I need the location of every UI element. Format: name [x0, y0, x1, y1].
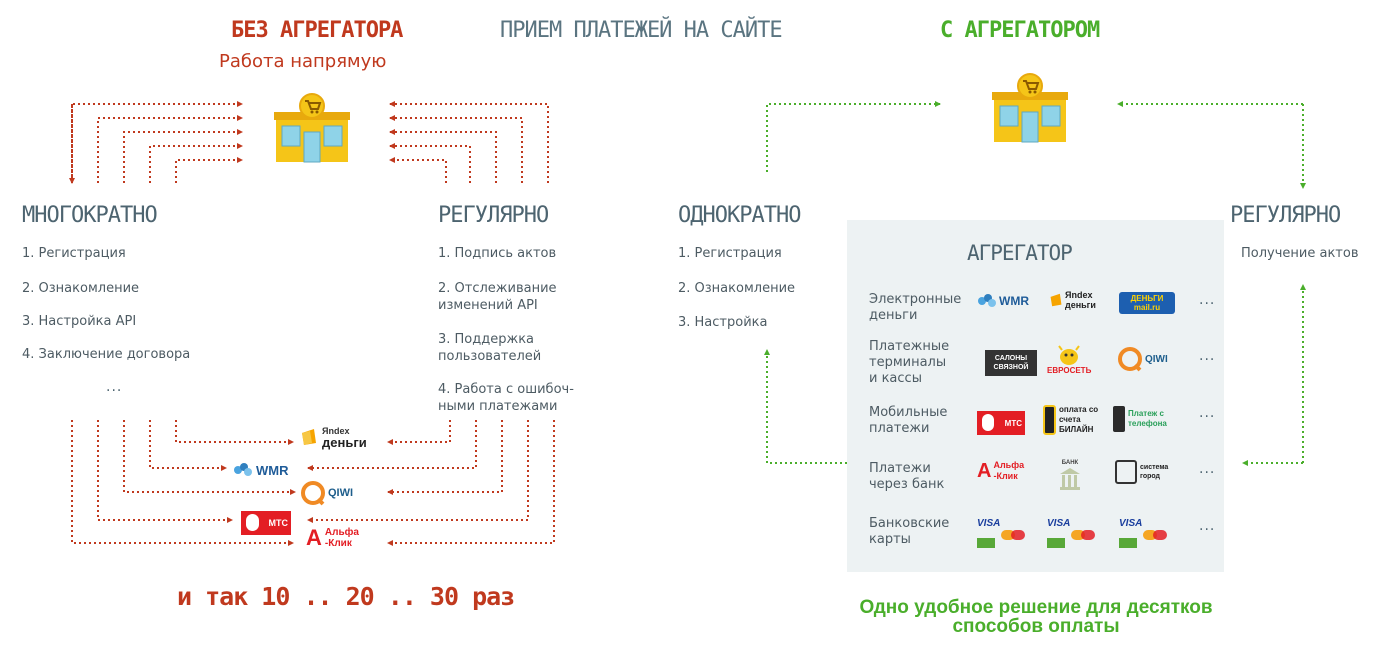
- page-title: ПРИЕМ ПЛАТЕЖЕЙ НА САЙТЕ: [500, 18, 783, 43]
- many-list: 1. Регистрация 2. Ознакомление 3. Настро…: [22, 245, 222, 415]
- qiwi-logo: QIWI: [1117, 346, 1168, 372]
- yandex-money-logo: Яndex деньги: [300, 426, 367, 449]
- list-item: 1. Регистрация: [22, 246, 126, 261]
- wmr-logo: WMR: [233, 461, 289, 479]
- regular-title-left: РЕГУЛЯРНО: [438, 203, 549, 228]
- repeat-tagline: и так 10 .. 20 .. 30 раз: [177, 582, 515, 611]
- left-subtitle: Работа напрямую: [219, 51, 387, 72]
- row-label-bank: Платежи через банк: [869, 461, 945, 492]
- mail-money-logo: ДЕНЬГИ mail.ru: [1119, 292, 1175, 314]
- aggregator-footer: Одно удобное решение для десятков способ…: [859, 597, 1213, 637]
- row-label-emoney: Электронные деньги: [869, 292, 962, 323]
- row-ellipsis: ...: [1199, 348, 1216, 364]
- left-title: БЕЗ АГРЕГАТОРА: [231, 18, 403, 43]
- row-ellipsis: ...: [1199, 292, 1216, 308]
- once-list: 1. Регистрация 2. Ознакомление 3. Настро…: [678, 245, 838, 355]
- list-item: 4. Работа с ошибоч- ными платежами: [438, 382, 574, 414]
- list-item: 2. Ознакомление: [22, 281, 140, 296]
- regular-list-right: Получение актов: [1241, 245, 1381, 265]
- list-item: 3. Поддержка пользователей: [438, 332, 542, 364]
- card-logo: VISA: [1047, 518, 1103, 550]
- list-item: Получение актов: [1241, 246, 1359, 261]
- row-label-mobile: Мобильные платежи: [869, 405, 948, 436]
- shop-icon: [272, 92, 352, 164]
- card-logo: VISA: [977, 518, 1033, 550]
- mts-logo: МТС: [977, 411, 1025, 435]
- list-item: 4. Заключение договора: [22, 347, 191, 362]
- list-item: 1. Подпись актов: [438, 246, 557, 261]
- city-system-logo: система город: [1115, 460, 1170, 484]
- bank-logo: БАНК: [1057, 460, 1083, 492]
- list-item: 1. Регистрация: [678, 246, 782, 261]
- many-ellipsis: ...: [106, 379, 123, 395]
- beeline-logo: оплата со счета БИЛАЙН: [1043, 405, 1101, 435]
- qiwi-logo: QIWI: [300, 480, 353, 506]
- row-label-terminals: Платежные терминалы и кассы: [869, 339, 950, 386]
- mts-logo: МТС: [241, 511, 291, 535]
- row-ellipsis: ...: [1199, 405, 1216, 421]
- list-item: 2. Ознакомление: [678, 281, 796, 296]
- regular-title-right: РЕГУЛЯРНО: [1230, 203, 1341, 228]
- many-title: МНОГОКРАТНО: [22, 203, 158, 228]
- row-ellipsis: ...: [1199, 518, 1216, 534]
- shop-icon-right: [990, 72, 1070, 144]
- row-label-cards: Банковские карты: [869, 516, 950, 547]
- alfa-click-logo: А Альфа -Клик: [306, 525, 359, 550]
- right-title: С АГРЕГАТОРОМ: [940, 18, 1100, 43]
- card-logo: VISA: [1119, 518, 1175, 550]
- list-item: 3. Настройка: [678, 315, 768, 330]
- evroset-logo: ЕВРОСЕТЬ: [1047, 344, 1091, 375]
- once-title: ОДНОКРАТНО: [678, 203, 801, 228]
- alfa-click-logo: А Альфа -Клик: [977, 460, 1025, 482]
- aggregator-title: АГРЕГАТОР: [967, 241, 1073, 265]
- yandex-money-logo: Яndex деньги: [1049, 290, 1099, 310]
- list-item: 2. Отслеживание изменений API: [438, 281, 557, 313]
- list-item: 3. Настройка API: [22, 314, 137, 329]
- phone-payment-logo: Платеж с телефона: [1113, 406, 1174, 432]
- wmr-logo: WMR: [977, 292, 1029, 310]
- svyaznoy-logo: САЛОНЫ СВЯЗНОЙ: [985, 350, 1037, 376]
- row-ellipsis: ...: [1199, 461, 1216, 477]
- regular-list-left: 1. Подпись актов 2. Отслеживание изменен…: [438, 245, 588, 415]
- aggregator-panel: АГРЕГАТОР Электронные деньги WMR Яndex д…: [847, 220, 1224, 572]
